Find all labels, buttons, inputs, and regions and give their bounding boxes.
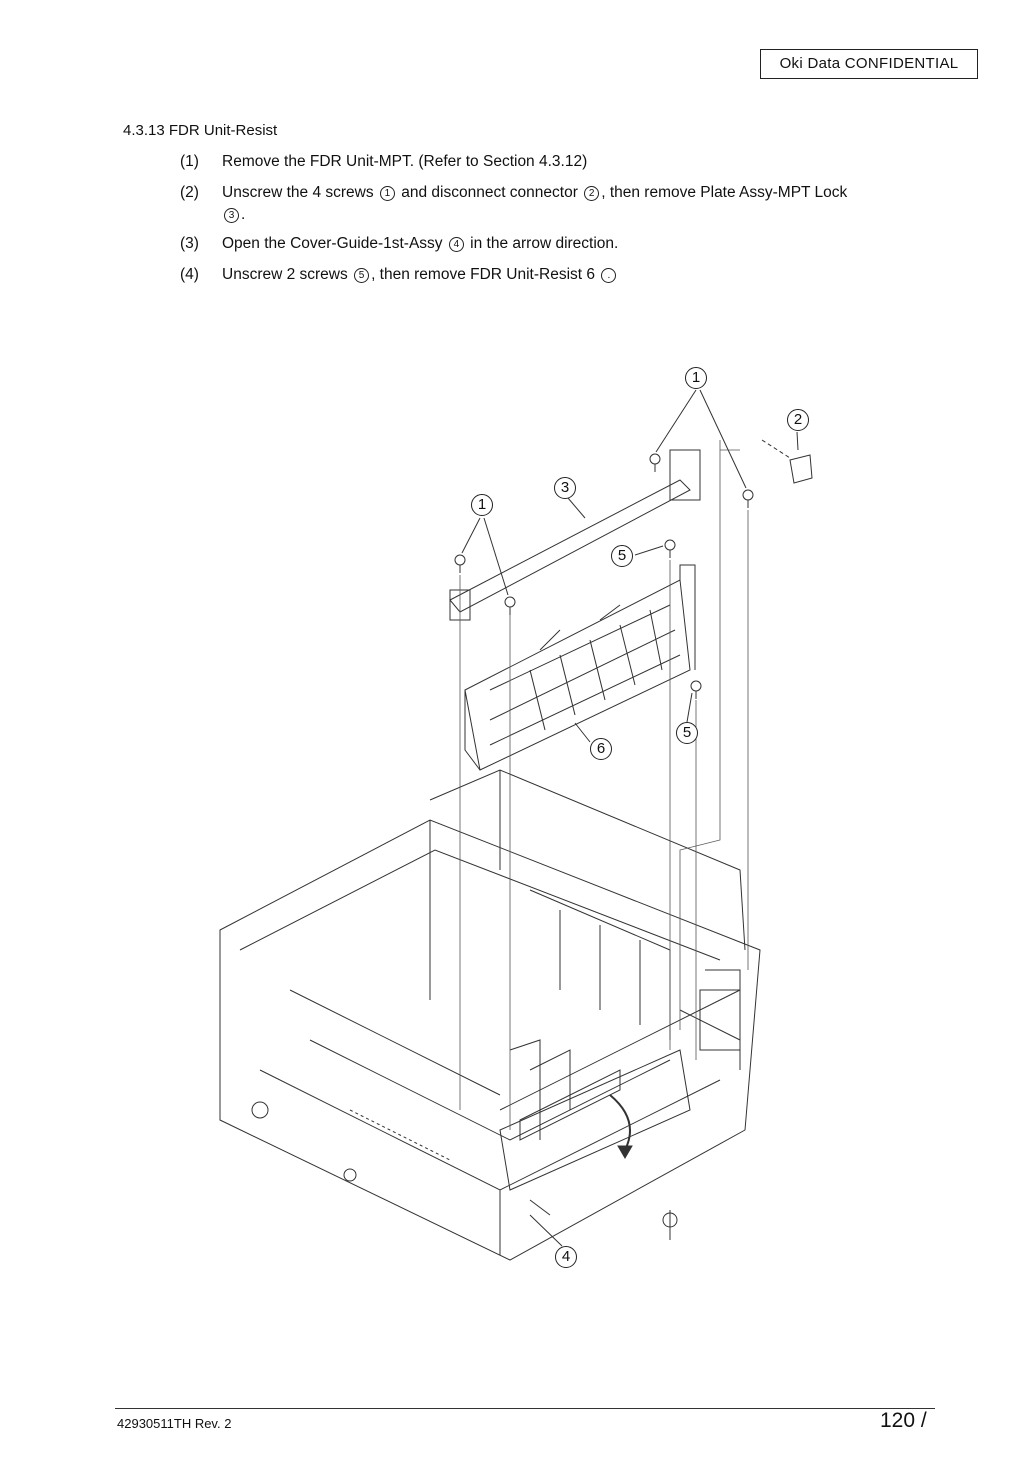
callout-5: 5 bbox=[611, 545, 633, 567]
ref-marker: 3 bbox=[224, 208, 239, 223]
leader-lines bbox=[461, 389, 799, 1247]
ref-marker: 4 bbox=[448, 237, 464, 252]
ref-marker: 2 bbox=[584, 186, 600, 201]
callout-4: 4 bbox=[555, 1246, 577, 1268]
ref-marker: . bbox=[601, 268, 617, 283]
callout-1: 1 bbox=[685, 367, 707, 389]
callout-6: 6 bbox=[590, 738, 612, 760]
step-text: Remove the FDR Unit-MPT. (Refer to Secti… bbox=[222, 153, 588, 170]
plate-assy bbox=[449, 449, 701, 621]
step-number: (3) bbox=[180, 235, 199, 252]
exploded-diagram bbox=[219, 389, 813, 1261]
step-number: (1) bbox=[180, 153, 199, 170]
fdr-unit bbox=[464, 564, 696, 771]
printer-chassis bbox=[219, 769, 761, 1261]
connector bbox=[761, 439, 813, 484]
cover-guide bbox=[499, 1049, 691, 1216]
ref-marker: 5 bbox=[354, 268, 370, 283]
step-text: Unscrew 2 screws 5, then remove FDR Unit… bbox=[222, 264, 922, 286]
step-number: (4) bbox=[180, 266, 199, 283]
callout-1: 1 bbox=[471, 494, 493, 516]
callout-2: 2 bbox=[787, 409, 809, 431]
assembly-guide-lines bbox=[459, 440, 749, 1130]
ref-marker: 1 bbox=[379, 186, 395, 201]
confidential-label: Oki Data CONFIDENTIAL bbox=[760, 49, 978, 79]
step-text: Open the Cover-Guide-1st-Assy 4 in the a… bbox=[222, 235, 619, 252]
doc-number: 42930511TH Rev. 2 bbox=[117, 1416, 232, 1431]
screws bbox=[454, 453, 754, 699]
footer-rule bbox=[115, 1408, 935, 1409]
step-number: (2) bbox=[180, 184, 199, 201]
callout-3: 3 bbox=[554, 477, 576, 499]
section-heading: 4.3.13 FDR Unit-Resist bbox=[123, 122, 278, 139]
callout-5: 5 bbox=[676, 722, 698, 744]
step-text: Unscrew the 4 screws 1 and disconnect co… bbox=[222, 184, 848, 223]
page-number: 120 / bbox=[880, 1409, 927, 1432]
